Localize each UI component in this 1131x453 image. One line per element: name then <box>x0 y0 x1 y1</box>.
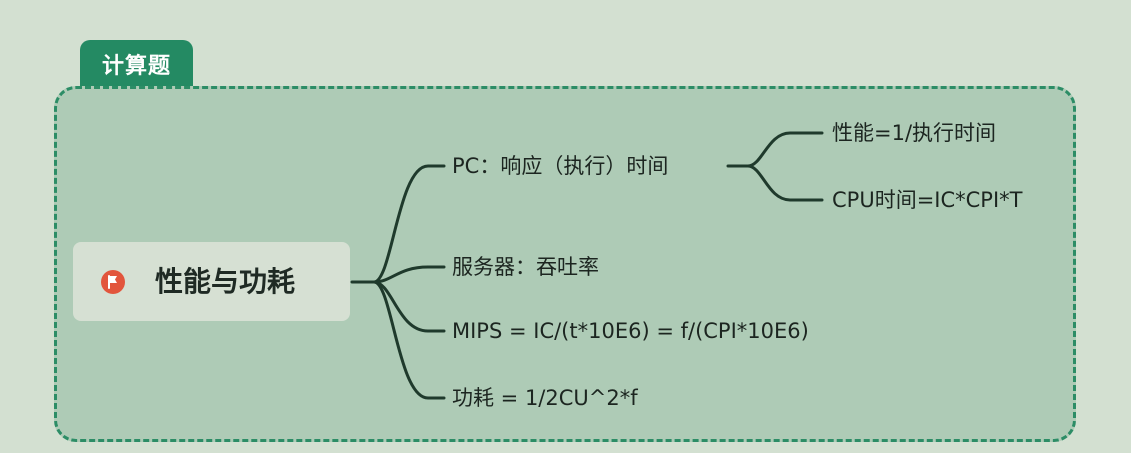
section-tag-label: 计算题 <box>101 54 171 79</box>
connector-branch-4 <box>372 280 446 400</box>
connector-branch-3 <box>372 280 446 333</box>
leaf-node-cpu-time[interactable]: CPU时间=IC*CPI*T <box>832 188 1023 212</box>
flag-icon <box>101 270 125 294</box>
leaf-node-performance[interactable]: 性能=1/执行时间 <box>832 121 997 145</box>
branch-node-power[interactable]: 功耗 = 1/2CU^2*f <box>452 386 638 410</box>
connector-branch-2 <box>372 265 446 284</box>
section-tag: 计算题 <box>80 40 193 88</box>
branch-node-pc[interactable]: PC：响应（执行）时间 <box>452 154 669 178</box>
branch-node-server[interactable]: 服务器：吞吐率 <box>452 255 599 279</box>
root-label: 性能与功耗 <box>155 265 296 298</box>
connector-sub-2 <box>746 164 824 202</box>
branch-node-mips[interactable]: MIPS = IC/(t*10E6) = f/(CPI*10E6) <box>452 319 809 343</box>
connector-sub-1 <box>746 131 824 168</box>
connector-branch-1 <box>372 164 446 284</box>
root-node[interactable]: 性能与功耗 <box>73 242 350 321</box>
